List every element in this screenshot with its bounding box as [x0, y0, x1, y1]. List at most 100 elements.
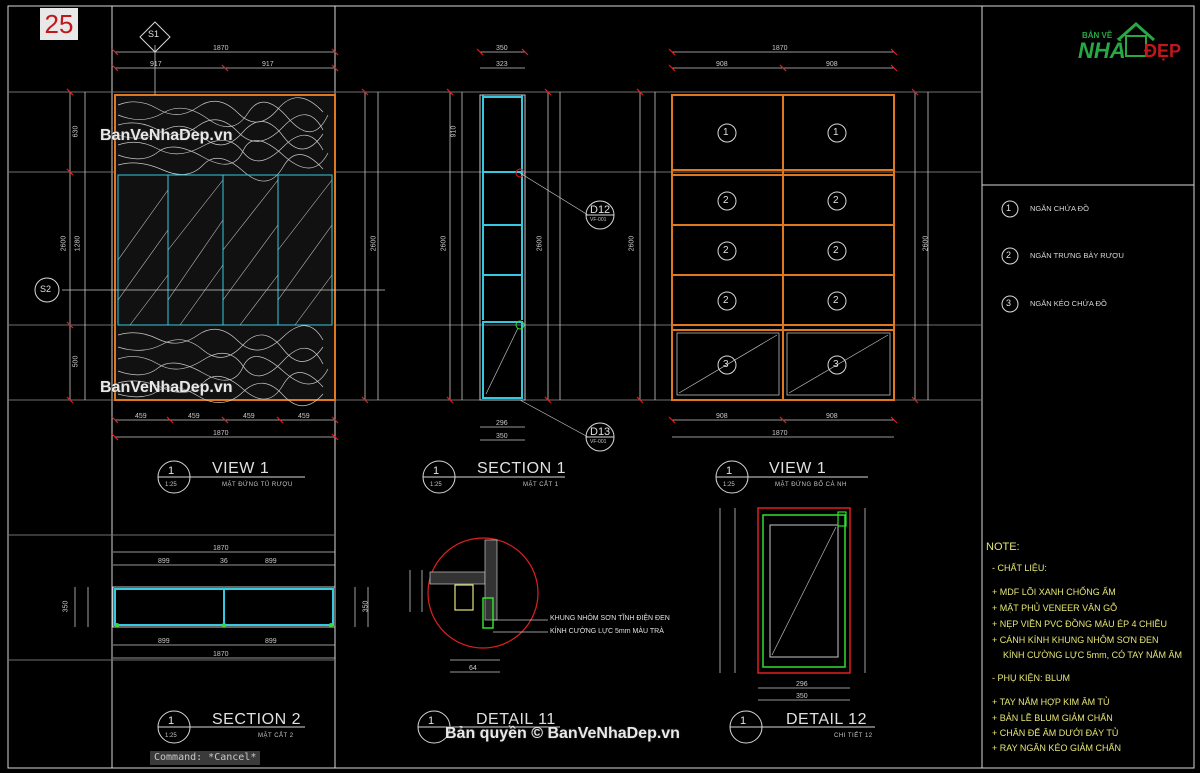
wood-grain-top	[117, 97, 329, 182]
view1-number: 1	[168, 465, 175, 477]
dim-view1-half-right: 917	[262, 61, 274, 68]
layout-num-3a: 3	[723, 359, 729, 370]
dim-s1-depth-inner: 323	[496, 61, 508, 68]
notes-accessory-2: + BẢN LỀ BLUM GIẢM CHẤN	[992, 713, 1113, 723]
dim-s1-depth-b: 296	[496, 420, 508, 427]
legend-num-1: 1	[1006, 203, 1012, 213]
dim-view1-q2: 459	[188, 413, 200, 420]
notes-material-4: + CÁNH KÍNH KHUNG NHÔM SƠN ĐEN	[992, 635, 1159, 645]
dim-s1-height-right: 2600	[536, 235, 544, 252]
detail11-title: DETAIL 11	[476, 711, 556, 728]
legend-label-3: NGĂN KÉO CHỨA ĐỒ	[1030, 299, 1107, 308]
view1b-number: 1	[726, 465, 733, 477]
detail12-number: 1	[740, 715, 747, 727]
view-1-layout-drawing	[636, 48, 929, 438]
view1-title: VIEW 1	[212, 460, 270, 477]
layout-num-2b: 2	[833, 195, 839, 206]
dim-view1-height: 2600	[60, 235, 68, 252]
layout-num-2c: 2	[723, 245, 729, 256]
notes-materials-heading: - CHẤT LIỆU:	[992, 563, 1047, 573]
dim-view1-q4: 459	[298, 413, 310, 420]
dim-view1-total-bottom: 1870	[213, 430, 229, 437]
notes-material-1: + MDF LÕI XANH CHỐNG ẨM	[992, 587, 1116, 597]
dim-s2-seg-mid: 36	[220, 558, 228, 565]
layout-num-3b: 3	[833, 359, 839, 370]
dim-s2-total-bottom: 1870	[213, 651, 229, 658]
detail11-number: 1	[428, 715, 435, 727]
section1-title: SECTION 1	[477, 460, 566, 477]
dim-s2-seg-left: 899	[158, 558, 170, 565]
watermark-top: BanVeNhaDep.vn	[100, 127, 233, 144]
dim-d12-total: 350	[796, 693, 808, 700]
dim-layout-bottom-right: 908	[826, 413, 838, 420]
dim-s2-bottom-left: 899	[158, 638, 170, 645]
copyright-watermark: Bản quyền © BanVeNhaDep.vn	[445, 725, 680, 742]
detail12-subtitle: CHI TIẾT 12	[834, 733, 873, 739]
view1-subtitle: MẶT ĐỨNG TỦ RƯỢU	[222, 482, 293, 488]
page-number: 25	[40, 8, 78, 40]
section2-title: SECTION 2	[212, 711, 301, 728]
dim-s1-depth-top: 350	[496, 45, 508, 52]
dim-layout-height: 2600	[628, 235, 636, 252]
detail-11-drawing	[409, 537, 548, 673]
dim-s2-seg-right: 899	[265, 558, 277, 565]
layout-number-circles	[717, 123, 847, 375]
dim-view1-half-left: 917	[150, 61, 162, 68]
detail12-title: DETAIL 12	[786, 711, 867, 728]
dim-s2-total-top: 1870	[213, 545, 229, 552]
brand-house-icon	[1117, 21, 1155, 57]
dim-layout-bottom-left: 908	[716, 413, 728, 420]
marker-s2: S2	[40, 284, 52, 294]
view1b-title: VIEW 1	[769, 460, 827, 477]
marker-d13-ref: VF-001	[590, 439, 607, 445]
view1b-subtitle: MẶT ĐỨNG BỐ CÁ NH	[775, 482, 847, 488]
layout-num-2e: 2	[723, 295, 729, 306]
section-markers	[34, 21, 615, 452]
title-circles	[157, 460, 875, 744]
dim-layout-total-top: 1870	[772, 45, 788, 52]
notes-material-5: KÍNH CƯỜNG LỰC 5mm, CÓ TAY NẮM ÂM	[1003, 650, 1182, 660]
dim-view1-seg-630: 630	[72, 125, 80, 138]
dim-view1-q3: 459	[243, 413, 255, 420]
dim-view1-q1: 459	[135, 413, 147, 420]
legend-label-2: NGĂN TRƯNG BÀY RƯỢU	[1030, 251, 1124, 260]
command-line[interactable]: Command: *Cancel*	[150, 751, 261, 765]
dim-d12-inner: 296	[796, 681, 808, 688]
marker-d12-ref: VF-001	[590, 217, 607, 223]
section2-number: 1	[168, 715, 175, 727]
notes-accessory-4: + RAY NGĂN KÉO GIẢM CHẤN	[992, 743, 1121, 753]
dim-layout-height-right: 2600	[922, 235, 930, 252]
marker-s1: S1	[148, 29, 160, 39]
brand-line3: ĐẸP	[1144, 41, 1182, 61]
section1-number: 1	[433, 465, 440, 477]
section2-subtitle: MẶT CẮT 2	[258, 733, 294, 739]
layout-num-2d: 2	[833, 245, 839, 256]
dim-s2-depth-right: 350	[362, 600, 370, 613]
view1b-scale: 1:25	[723, 482, 735, 488]
glass-hatch	[117, 179, 333, 326]
notes-accessories-heading: - PHỤ KIỆN: BLUM	[992, 673, 1071, 683]
notes-heading: NOTE:	[986, 541, 1020, 553]
dim-s1-seg-910: 910	[450, 125, 458, 138]
dim-view1-seg-1280: 1280	[74, 235, 82, 252]
notes-material-2: + MẶT PHỦ VENEER VÂN GỖ	[992, 603, 1118, 613]
view-1-elevation	[62, 45, 385, 441]
section2-scale: 1:25	[165, 733, 177, 739]
callout-frame: KHUNG NHÔM SƠN TĨNH ĐIỆN ĐEN	[550, 615, 670, 622]
watermark-bottom: BanVeNhaDep.vn	[100, 379, 233, 396]
dim-view1-height-right: 2600	[370, 235, 378, 252]
layout-num-1a: 1	[723, 127, 729, 138]
dim-s2-depth: 350	[62, 600, 70, 613]
notes-accessory-3: + CHÂN ĐẾ ÂM DƯỚI ĐÁY TỦ	[992, 728, 1119, 738]
legend-circles	[1001, 200, 1019, 313]
layout-num-2a: 2	[723, 195, 729, 206]
view1-scale: 1:25	[165, 482, 177, 488]
dim-d11-width: 64	[469, 665, 477, 672]
brand-line2: NHÀ	[1078, 38, 1126, 63]
layout-num-2f: 2	[833, 295, 839, 306]
dim-view1-total-top: 1870	[213, 45, 229, 52]
dim-s2-bottom-right: 899	[265, 638, 277, 645]
marker-d12: D12	[590, 204, 611, 216]
dim-s1-depth-bottom: 350	[496, 433, 508, 440]
